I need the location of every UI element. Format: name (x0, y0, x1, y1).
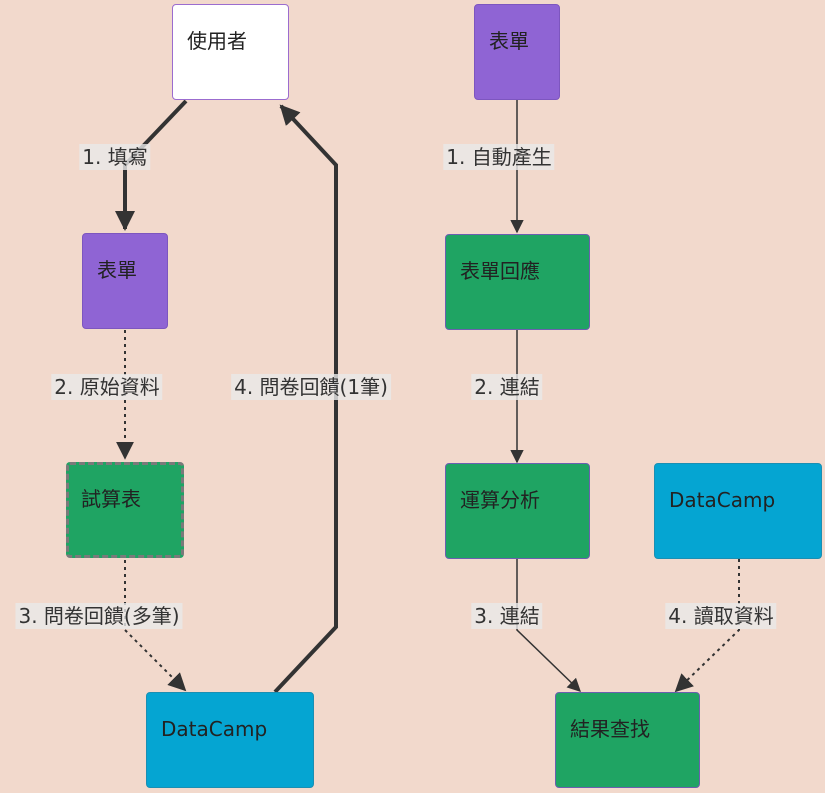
node-result-lookup[interactable]: 結果查找 (555, 692, 700, 788)
label-feedback-multi: 3. 問卷回饋(多筆) (15, 603, 183, 629)
node-form-left[interactable]: 表單 (82, 233, 168, 329)
node-datacamp-right[interactable]: DataCamp (654, 463, 822, 559)
node-user[interactable]: 使用者 (172, 4, 289, 100)
edge-link2 (516, 559, 581, 692)
label-link1: 2. 連結 (471, 374, 543, 400)
edge-read-data (674, 559, 740, 693)
label-feedback-single: 4. 問卷回饋(1筆) (231, 374, 391, 400)
node-analysis[interactable]: 運算分析 (445, 463, 590, 559)
label-raw-data: 2. 原始資料 (51, 374, 163, 400)
label-link2: 3. 連結 (471, 603, 543, 629)
node-datacamp-left[interactable]: DataCamp (146, 692, 314, 788)
label-read-data: 4. 讀取資料 (665, 603, 777, 629)
node-form-right[interactable]: 表單 (474, 4, 560, 100)
node-form-responses[interactable]: 表單回應 (445, 234, 590, 330)
label-fill: 1. 填寫 (79, 144, 151, 170)
node-spreadsheet[interactable]: 試算表 (66, 462, 184, 558)
label-auto-generate: 1. 自動產生 (443, 144, 555, 170)
edge-feedback-multi (124, 560, 187, 692)
